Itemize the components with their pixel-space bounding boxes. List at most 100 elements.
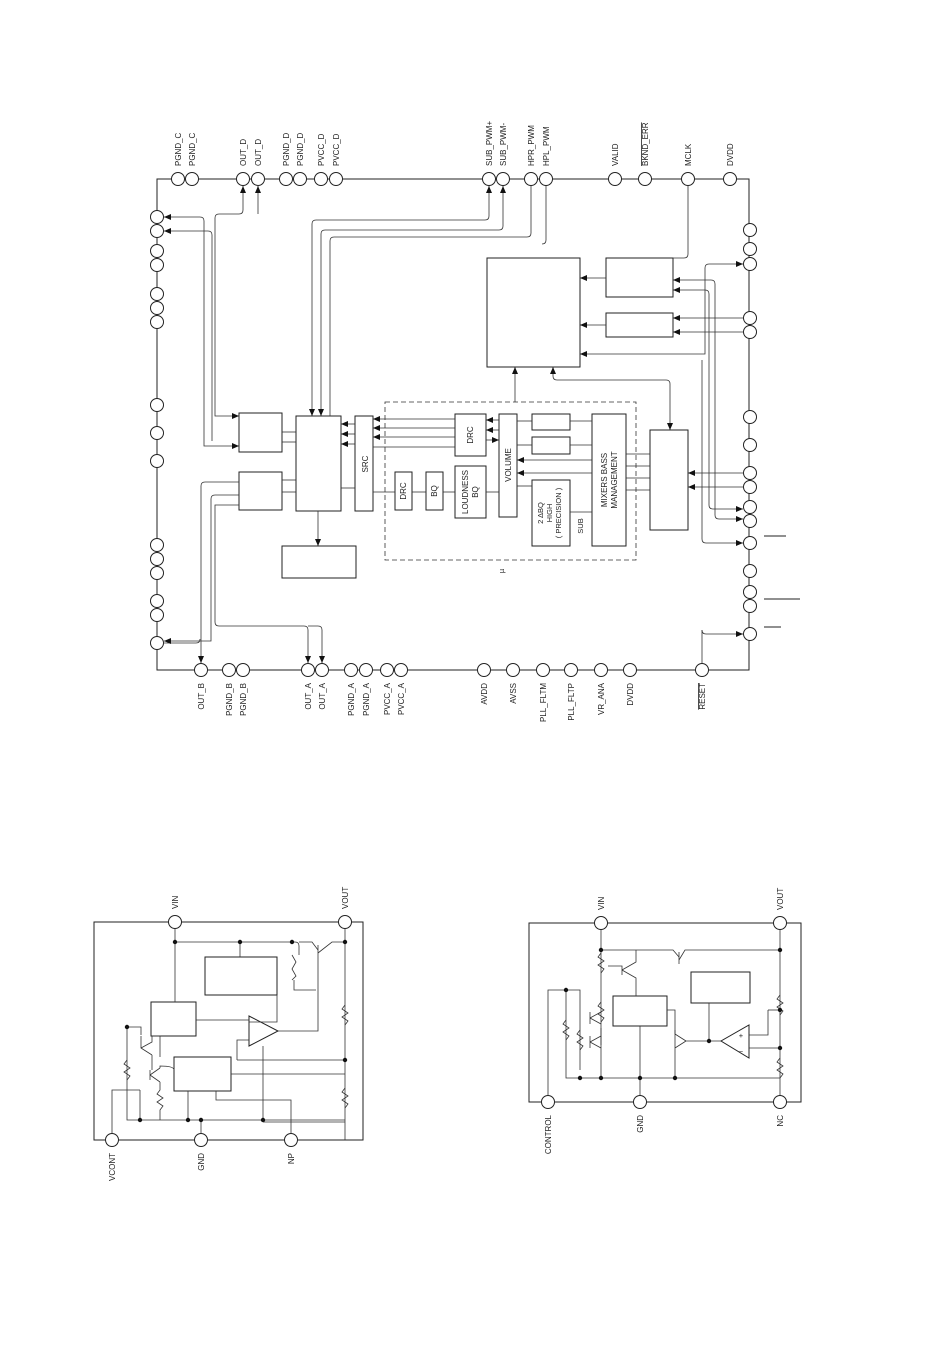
right-reg-block-ctrl <box>612 995 668 1027</box>
left-label-vin: VIN <box>171 895 180 909</box>
block-serial-box <box>605 312 674 338</box>
pin-left-13 <box>150 566 164 580</box>
pin-left-10 <box>150 454 164 468</box>
label-bottom-pin-2: PGND_B <box>239 683 248 716</box>
label-bq: BQ <box>430 485 439 497</box>
left-pin-np <box>284 1133 298 1147</box>
bottom-pin-labels: OUT_B PGND_B PGND_B OUT_A OUT_A PGND_A P… <box>197 682 707 722</box>
label-top-pin-7: PVCC_D <box>332 133 341 166</box>
right-reg-block-ref <box>690 971 751 1004</box>
label-bottom-pin-4: OUT_A <box>318 682 327 709</box>
right-label-vout: VOUT <box>776 888 785 910</box>
pin-valid <box>608 172 622 186</box>
pin-right-15 <box>743 599 757 613</box>
right-pin-vout <box>773 916 787 930</box>
block-small-top-2 <box>531 436 571 455</box>
block-modulator <box>295 415 342 512</box>
block-src <box>354 415 374 512</box>
pin-out-d-1 <box>236 172 250 186</box>
pin-right-12 <box>743 536 757 550</box>
pin-right-2 <box>743 242 757 256</box>
right-pin-nc <box>773 1095 787 1109</box>
label-top-pin-6: PVCC_D <box>317 133 326 166</box>
label-mixers-1: MIXERS BASS <box>600 453 609 507</box>
label-bottom-pin-8: PVCC_A <box>397 682 406 715</box>
right-pin-vin <box>594 916 608 930</box>
label-sub-4: SUB <box>576 518 585 533</box>
pin-right-13 <box>743 564 757 578</box>
label-loudness-1: LOUDNESS <box>461 470 470 514</box>
left-reg-outline <box>93 921 364 1141</box>
label-src: SRC <box>361 455 370 472</box>
label-volume: VOLUME <box>504 448 513 482</box>
label-top-pin-4: PGND_D <box>282 132 291 166</box>
chip-outline <box>156 178 750 671</box>
label-mixers-2: MANAGEMENT <box>610 451 619 508</box>
label-bottom-pin-15: RESET <box>698 683 707 710</box>
block-top-right-large <box>486 257 581 368</box>
block-driver-lower <box>238 471 283 511</box>
pin-left-16 <box>150 636 164 650</box>
left-reg-block-protect <box>173 1056 232 1092</box>
left-pin-vout <box>338 915 352 929</box>
pin-pgnd-a-2 <box>359 663 373 677</box>
label-bottom-pin-13: VR_ANA <box>597 682 606 715</box>
right-label-gnd: GND <box>636 1115 645 1133</box>
label-bottom-pin-6: PGND_A <box>362 682 371 716</box>
pin-dvdd-top <box>723 172 737 186</box>
pin-pll-fltm <box>536 663 550 677</box>
left-label-vout: VOUT <box>341 887 350 909</box>
pin-pll-fltp <box>564 663 578 677</box>
pin-left-14 <box>150 594 164 608</box>
pin-left-4 <box>150 258 164 272</box>
pin-left-2 <box>150 224 164 238</box>
block-mixers <box>591 413 627 547</box>
pin-hpl-pwm <box>539 172 553 186</box>
label-bottom-pin-3: OUT_A <box>304 682 313 709</box>
pin-pvcc-d-2 <box>329 172 343 186</box>
label-top-pin-11: HPL_PWM <box>542 126 551 166</box>
pin-left-1 <box>150 210 164 224</box>
left-reg-opamp <box>248 1015 280 1047</box>
right-reg-wiring <box>547 930 784 1095</box>
pin-right-9 <box>743 480 757 494</box>
label-bottom-pin-14: DVDD <box>626 683 635 706</box>
pin-left-15 <box>150 608 164 622</box>
right-label-vin: VIN <box>597 896 606 910</box>
label-top-pin-5: PGND_D <box>296 132 305 166</box>
left-reg-block-ref <box>204 956 278 996</box>
bottom-pin-row <box>194 663 709 677</box>
pin-left-8 <box>150 398 164 412</box>
pin-out-a-2 <box>315 663 329 677</box>
block-drc-bottom <box>394 471 413 511</box>
pin-pgnd-c-1 <box>171 172 185 186</box>
pin-pgnd-c-2 <box>185 172 199 186</box>
left-reg-junctions <box>124 939 348 1123</box>
pin-right-14 <box>743 585 757 599</box>
pin-pgnd-b-1 <box>222 663 236 677</box>
pin-pvcc-a-1 <box>380 663 394 677</box>
main-block-diagram: PGND_C PGND_C OUT_D OUT_D PGND_D PGND_D … <box>150 121 800 722</box>
label-loudness-2: BQ <box>471 486 480 498</box>
pin-mclk <box>681 172 695 186</box>
left-label-gnd: GND <box>197 1153 206 1171</box>
pin-vr-ana <box>594 663 608 677</box>
pin-out-a-1 <box>301 663 315 677</box>
left-pin-column <box>150 210 164 650</box>
pin-sub-pwm-minus <box>496 172 510 186</box>
block-bq <box>425 471 444 511</box>
left-reg-wiring <box>111 929 349 1140</box>
label-top-pin-3: OUT_D <box>254 139 263 166</box>
label-bottom-pin-10: AVSS <box>509 683 518 704</box>
left-label-np: NP <box>287 1153 296 1164</box>
pin-avss <box>506 663 520 677</box>
main-arrowheads <box>164 186 743 663</box>
pin-right-7 <box>743 438 757 452</box>
label-drc-bottom: DRC <box>399 482 408 500</box>
block-volume <box>498 413 518 518</box>
pin-bknd-err <box>638 172 652 186</box>
label-sub-3: ( PRECISION ) <box>554 487 563 538</box>
block-clock-box <box>605 257 674 298</box>
pin-left-12 <box>150 552 164 566</box>
